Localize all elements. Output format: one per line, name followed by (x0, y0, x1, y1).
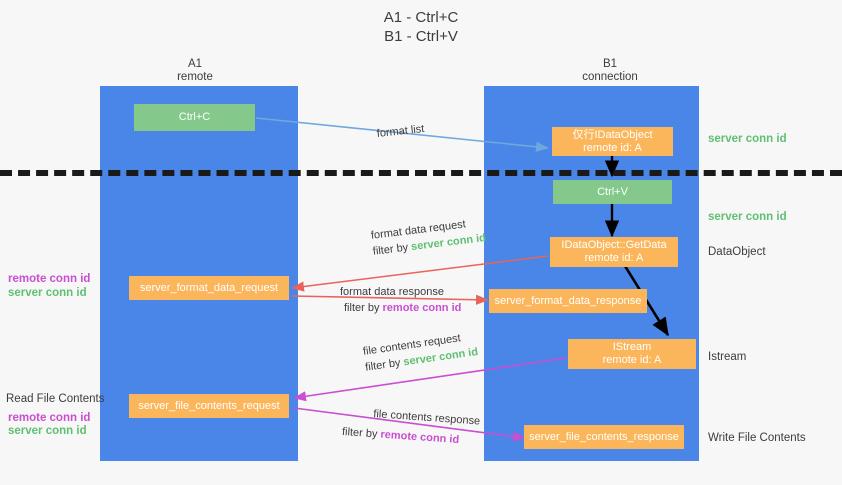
right-label-server-conn-id-top: server conn id (708, 133, 787, 145)
annotation-format-data-response: format data response filter by remote co… (340, 284, 461, 316)
box-server-format-data-response[interactable]: server_format_data_response (489, 289, 647, 313)
box-ctrl-v[interactable]: Ctrl+V (553, 180, 672, 204)
box-idataobject-getdata[interactable]: IDataObject::GetData remote id: A (550, 237, 678, 267)
box-server-file-contents-response[interactable]: server_file_contents_response (524, 425, 684, 449)
box-ctrl-c[interactable]: Ctrl+C (134, 104, 255, 131)
filter-prefix: filter by (341, 425, 381, 441)
right-label-server-conn-id-second: server conn id (708, 211, 787, 223)
right-label-write-file-contents: Write File Contents (708, 432, 806, 444)
annotation-format-list: format list (376, 121, 425, 142)
filter-prefix: filter by (372, 241, 412, 258)
left-label-read-file-contents: Read File Contents (6, 393, 105, 405)
column-header-b1: B1 connection (582, 58, 638, 83)
annotation-format-data-request: format data request filter by server con… (370, 214, 487, 260)
left-label-server-conn-id-upper: server conn id (8, 287, 87, 299)
left-label-remote-conn-id-lower: remote conn id (8, 412, 91, 424)
box-server-format-data-request[interactable]: server_format_data_request (129, 276, 289, 300)
left-label-server-conn-id-lower: server conn id (8, 425, 87, 437)
left-label-remote-conn-id-upper: remote conn id (8, 273, 91, 285)
annotation-file-contents-request: file contents request filter by server c… (362, 328, 479, 376)
filter-key-remote-conn-id: remote conn id (380, 428, 460, 447)
phase-divider (0, 170, 842, 176)
box-idataobject-offer[interactable]: 仅行IDataObject remote id: A (552, 127, 673, 156)
box-istream[interactable]: IStream remote id: A (568, 339, 696, 369)
right-label-istream: Istream (708, 351, 747, 363)
column-header-a1: A1 remote (177, 58, 213, 83)
right-label-dataobject: DataObject (708, 246, 766, 258)
filter-key-remote-conn-id: remote conn id (382, 302, 462, 314)
page-title: A1 - Ctrl+C B1 - Ctrl+V (383, 9, 459, 45)
filter-prefix: filter by (344, 302, 383, 314)
annotation-format-list-text: format list (376, 123, 425, 140)
annotation-format-data-response-line2: filter by remote conn id (340, 300, 461, 316)
box-server-file-contents-request[interactable]: server_file_contents_request (129, 394, 289, 418)
annotation-format-data-response-line1: format data response (340, 286, 444, 298)
annotation-file-contents-response: file contents response filter by remote … (341, 404, 481, 449)
filter-prefix: filter by (364, 356, 405, 374)
